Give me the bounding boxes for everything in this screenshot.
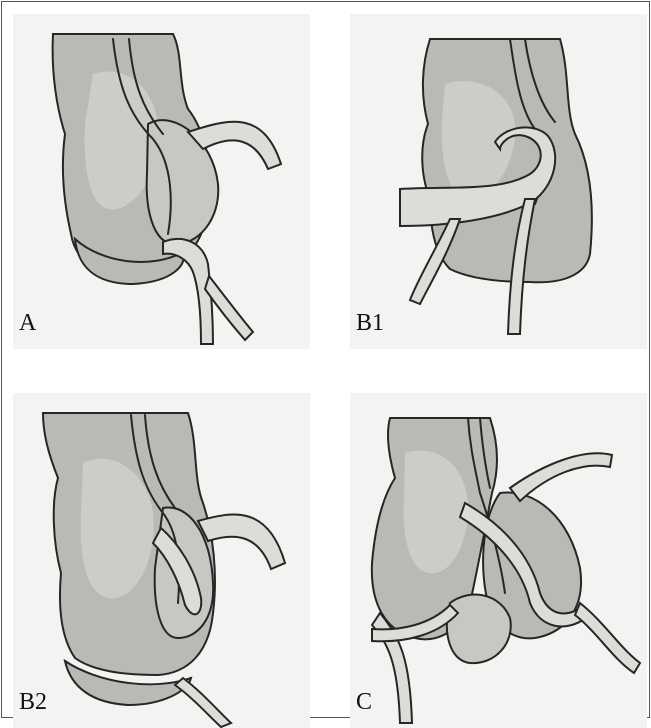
panel-b1-drawing: [350, 14, 647, 349]
panel-b1-label: B1: [356, 310, 384, 337]
panel-c-label: C: [356, 689, 372, 716]
panel-b2-drawing: [13, 393, 310, 728]
panel-c-drawing: [350, 393, 647, 728]
panel-b2: B2: [13, 393, 310, 728]
panel-b2-label: B2: [19, 689, 47, 716]
panel-a-label: A: [19, 310, 36, 337]
panel-b1: B1: [350, 14, 647, 349]
panel-c: C: [350, 393, 647, 728]
panel-a: A: [13, 14, 310, 349]
panel-a-drawing: [13, 14, 310, 349]
